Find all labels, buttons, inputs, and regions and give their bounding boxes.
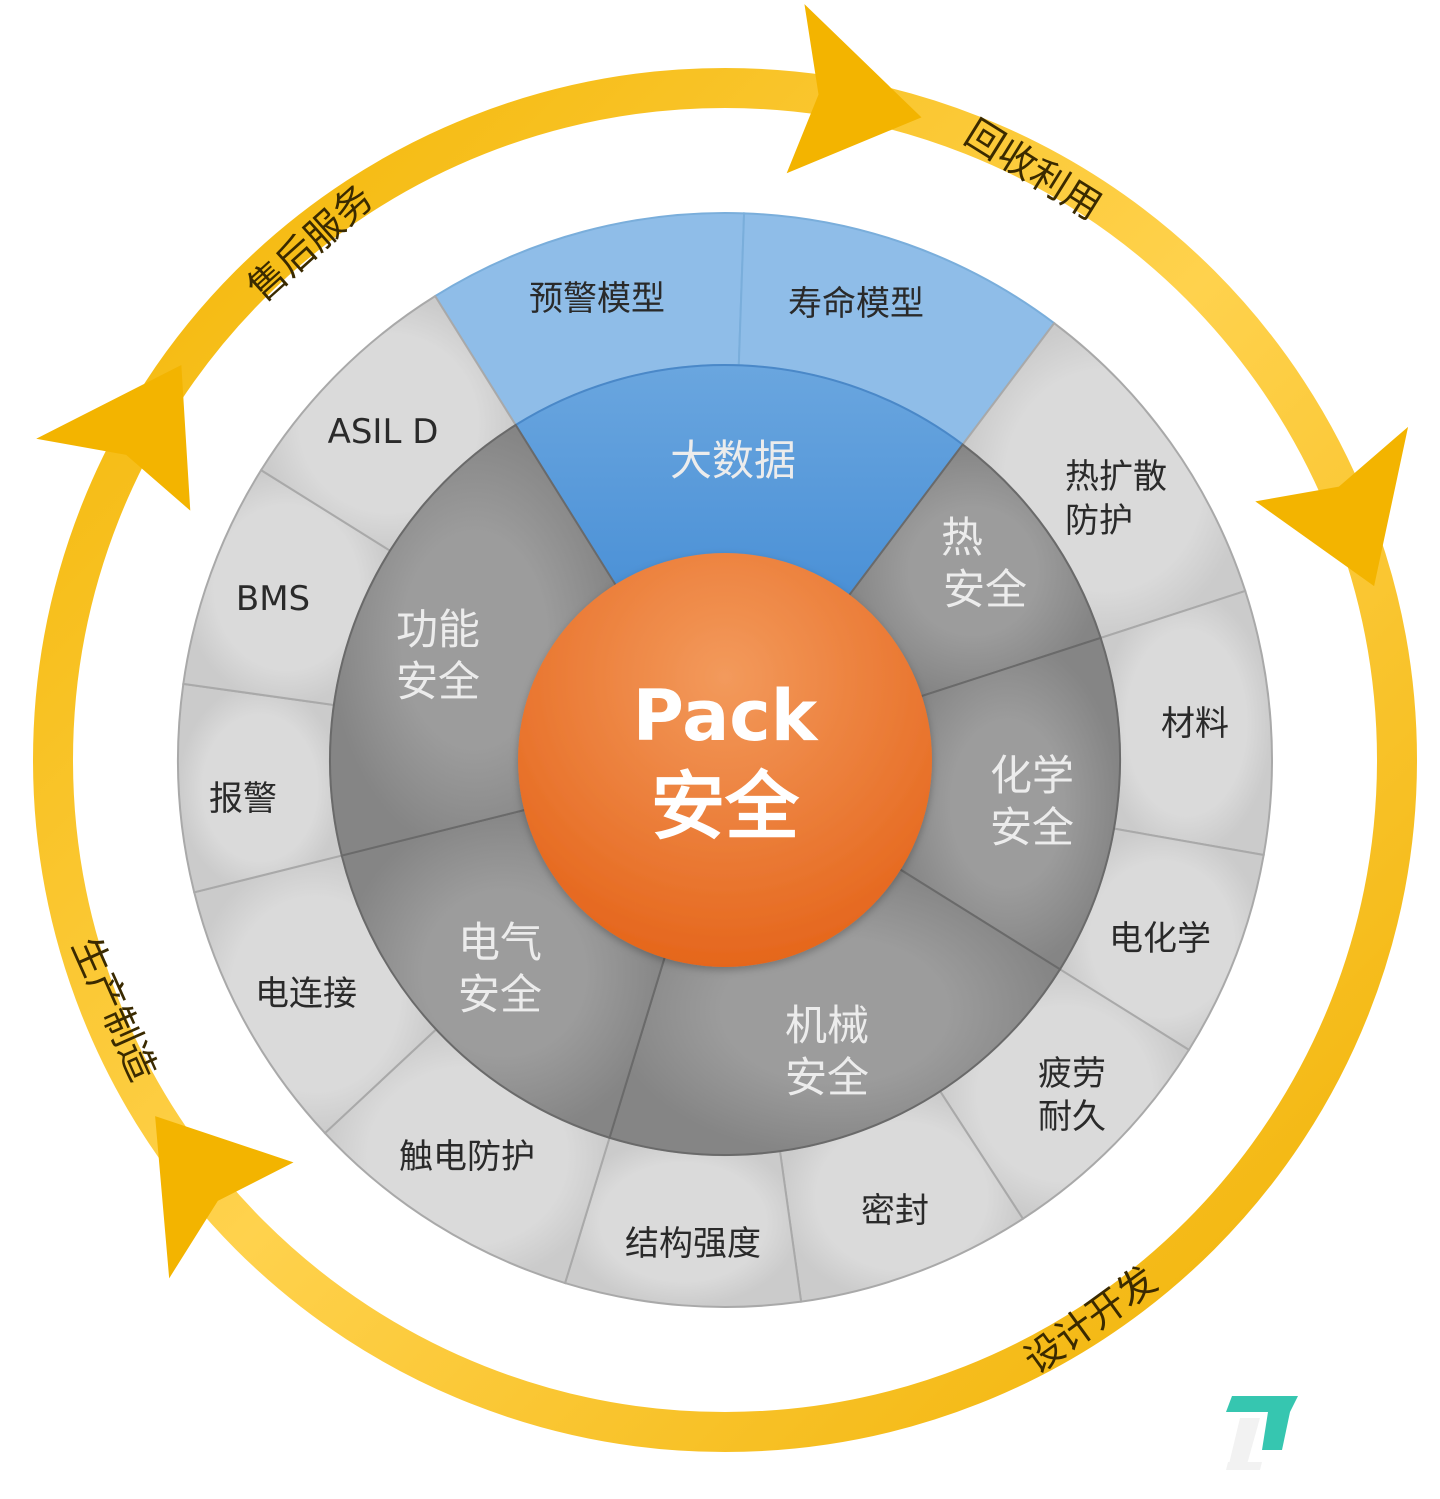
middle-segment-label-line: 安全 [458,970,542,1019]
cycle-arrowhead-icon [786,4,922,174]
cycle-arrowhead-icon [36,365,191,511]
outer-segment-label-line: 密封 [861,1191,929,1231]
outer-segment-shock-protection: 触电防护 [323,1027,611,1285]
watermark-chinese: 钛媒体 [1292,1430,1412,1476]
outer-segment-label-line: 电化学 [1109,919,1211,959]
tmtpost-logo-icon [1226,1396,1298,1470]
outer-segment-label-line: BMS [236,579,310,619]
outer-segment-label-line: 疲劳 [1038,1054,1106,1094]
center-hub: Pack 安全 [518,553,932,967]
outer-segment-asil-d: ASIL D [259,294,518,553]
outer-segment-alarm: 报警 [176,682,343,894]
middle-segment-label-line: 化学 [990,751,1074,800]
outer-segment-structural-strength: 结构强度 [563,1136,803,1308]
center-circle [518,553,932,967]
tmtpost-watermark: TMTPOST 钛媒体 [1226,1396,1416,1476]
outer-segment-label-line: 预警模型 [529,279,665,319]
outer-segment-label-line: 热扩散 [1065,457,1167,497]
middle-segment-label-line: 电气 [458,918,542,967]
outer-segment-bms: BMS [182,468,392,707]
lifecycle-arc [33,68,1417,1452]
outer-segment-label-line: 报警 [209,779,277,819]
center-title-line2: 安全 [651,764,800,850]
middle-segment-label-line: 大数据 [670,436,796,485]
outer-segment-label-line: 触电防护 [399,1137,535,1177]
middle-segment-label-line: 功能 [396,605,480,654]
lifecycle-label-design-development: 设计开发 [1016,1258,1165,1383]
middle-segment-label-line: 机械 [785,1001,869,1050]
outer-segment-label-line: 结构强度 [625,1224,761,1264]
outer-segment-materials: 材料 [1099,589,1274,857]
cycle-arrowhead-icon [1255,426,1409,587]
outer-segment-electrochemistry: 电化学 [1058,827,1265,1052]
lifecycle-label-recycling: 回收利用 [957,111,1109,229]
middle-segment-label-line: 安全 [943,565,1027,614]
outer-segment-label-line: 寿命模型 [788,284,924,324]
outer-segment-sealing: 密封 [778,1089,1025,1303]
outer-segment-label-line: 耐久 [1038,1097,1106,1137]
outer-segment-label-line: 防护 [1065,501,1133,541]
cycle-arrowhead-icon [155,1116,294,1279]
outer-segment-label-line: ASIL D [328,412,439,452]
watermark-latin: TMTPOST [1311,1409,1416,1428]
middle-segment-label-line: 安全 [396,657,480,706]
middle-segment-label-line: 热 [941,513,983,562]
center-title-line1: Pack [633,675,819,757]
lifecycle-label-after-sales: 售后服务 [239,176,381,310]
outer-segment-label-line: 材料 [1161,704,1229,744]
outer-segment-label-line: 电连接 [255,974,357,1014]
middle-segment-label-line: 安全 [990,803,1074,852]
middle-segment-label-line: 安全 [785,1053,869,1102]
middle-segment-big-data: 大数据 [514,364,965,602]
